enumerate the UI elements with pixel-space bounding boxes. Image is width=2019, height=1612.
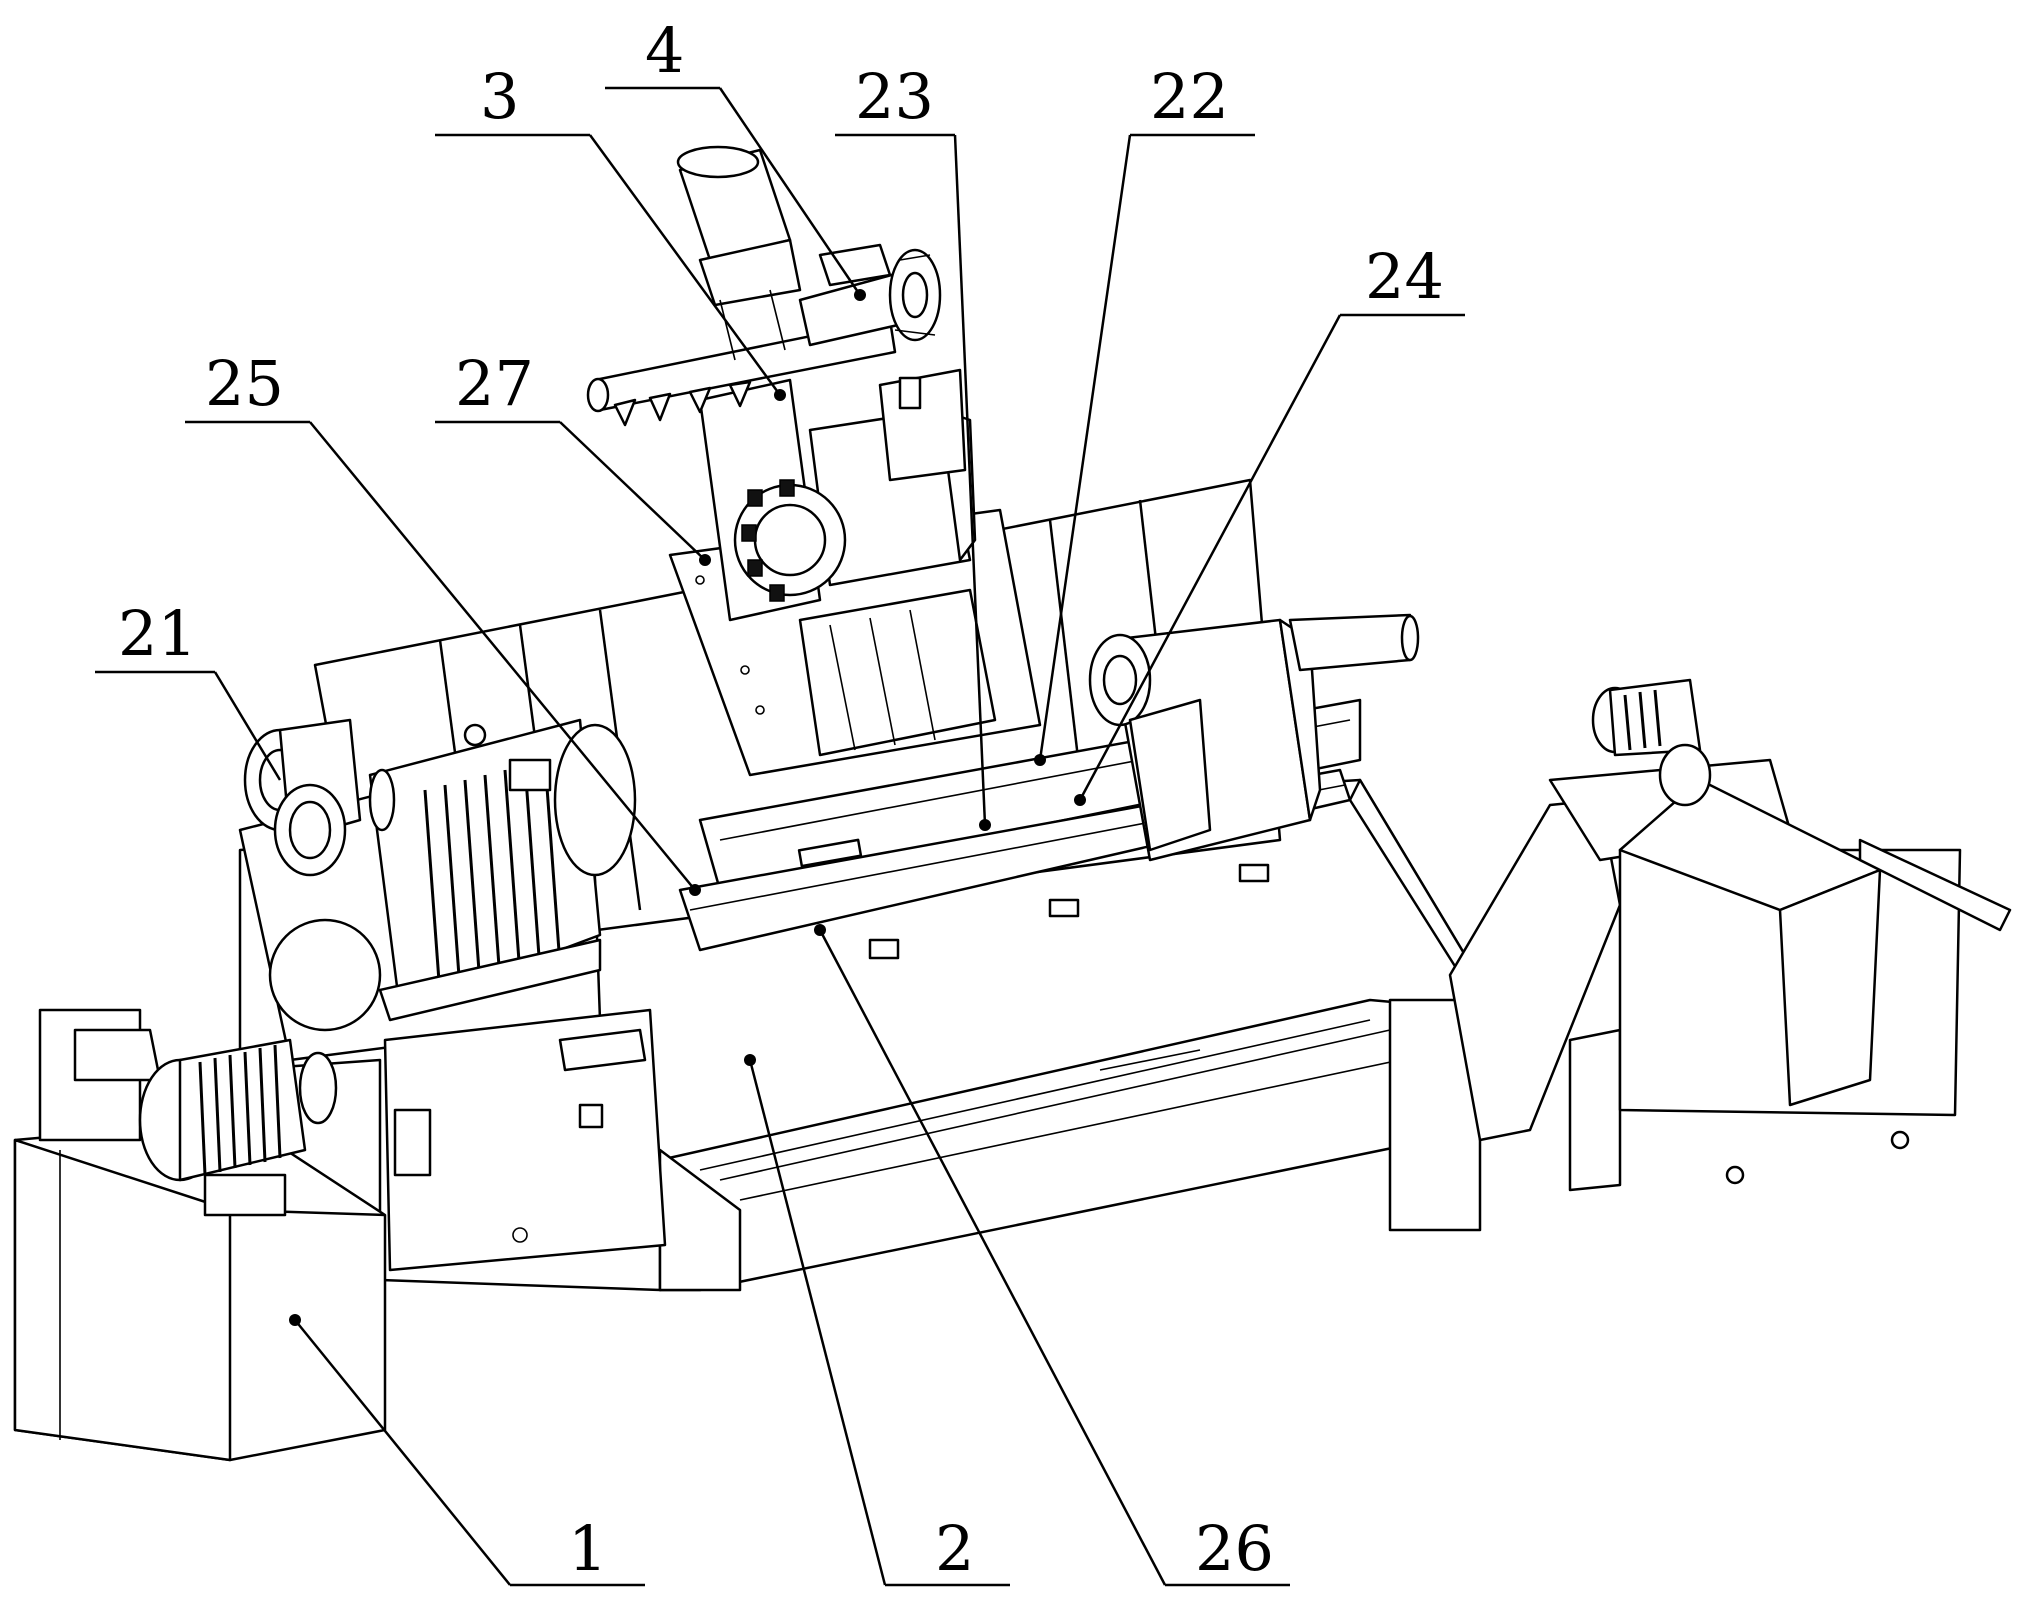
- label-4: 4: [645, 14, 684, 87]
- tool-tips: [613, 380, 752, 427]
- turret-teeth: [741, 479, 795, 602]
- turret-motor: [676, 145, 802, 361]
- front-console: [383, 1008, 667, 1272]
- label-24: 24: [1365, 240, 1444, 313]
- label-3: 3: [480, 60, 519, 133]
- label-25: 25: [205, 347, 284, 420]
- label-27: 27: [455, 347, 534, 420]
- label-23: 23: [855, 60, 934, 133]
- label-1: 1: [568, 1512, 607, 1585]
- conveyor-motor-fins: [1623, 689, 1662, 751]
- callout-labels: 1 2 3 4 23 22 24 25 27 21 26: [118, 14, 1444, 1585]
- spindle-motor: [368, 718, 637, 1022]
- label-22: 22: [1150, 60, 1229, 133]
- machine-drawing: [13, 145, 2012, 1462]
- chip-conveyor: [1448, 678, 2012, 1192]
- label-26: 26: [1195, 1512, 1274, 1585]
- label-21: 21: [118, 597, 197, 670]
- turret-assembly: [698, 368, 977, 622]
- pump-motor-fins: [198, 1044, 282, 1176]
- coolant-tank: [13, 1008, 387, 1462]
- tank-pump-motor: [138, 1038, 338, 1217]
- label-2: 2: [935, 1512, 974, 1585]
- leader-lines: [95, 86, 1465, 1587]
- tool-magazine: [586, 243, 942, 427]
- motor-fins: [423, 759, 562, 996]
